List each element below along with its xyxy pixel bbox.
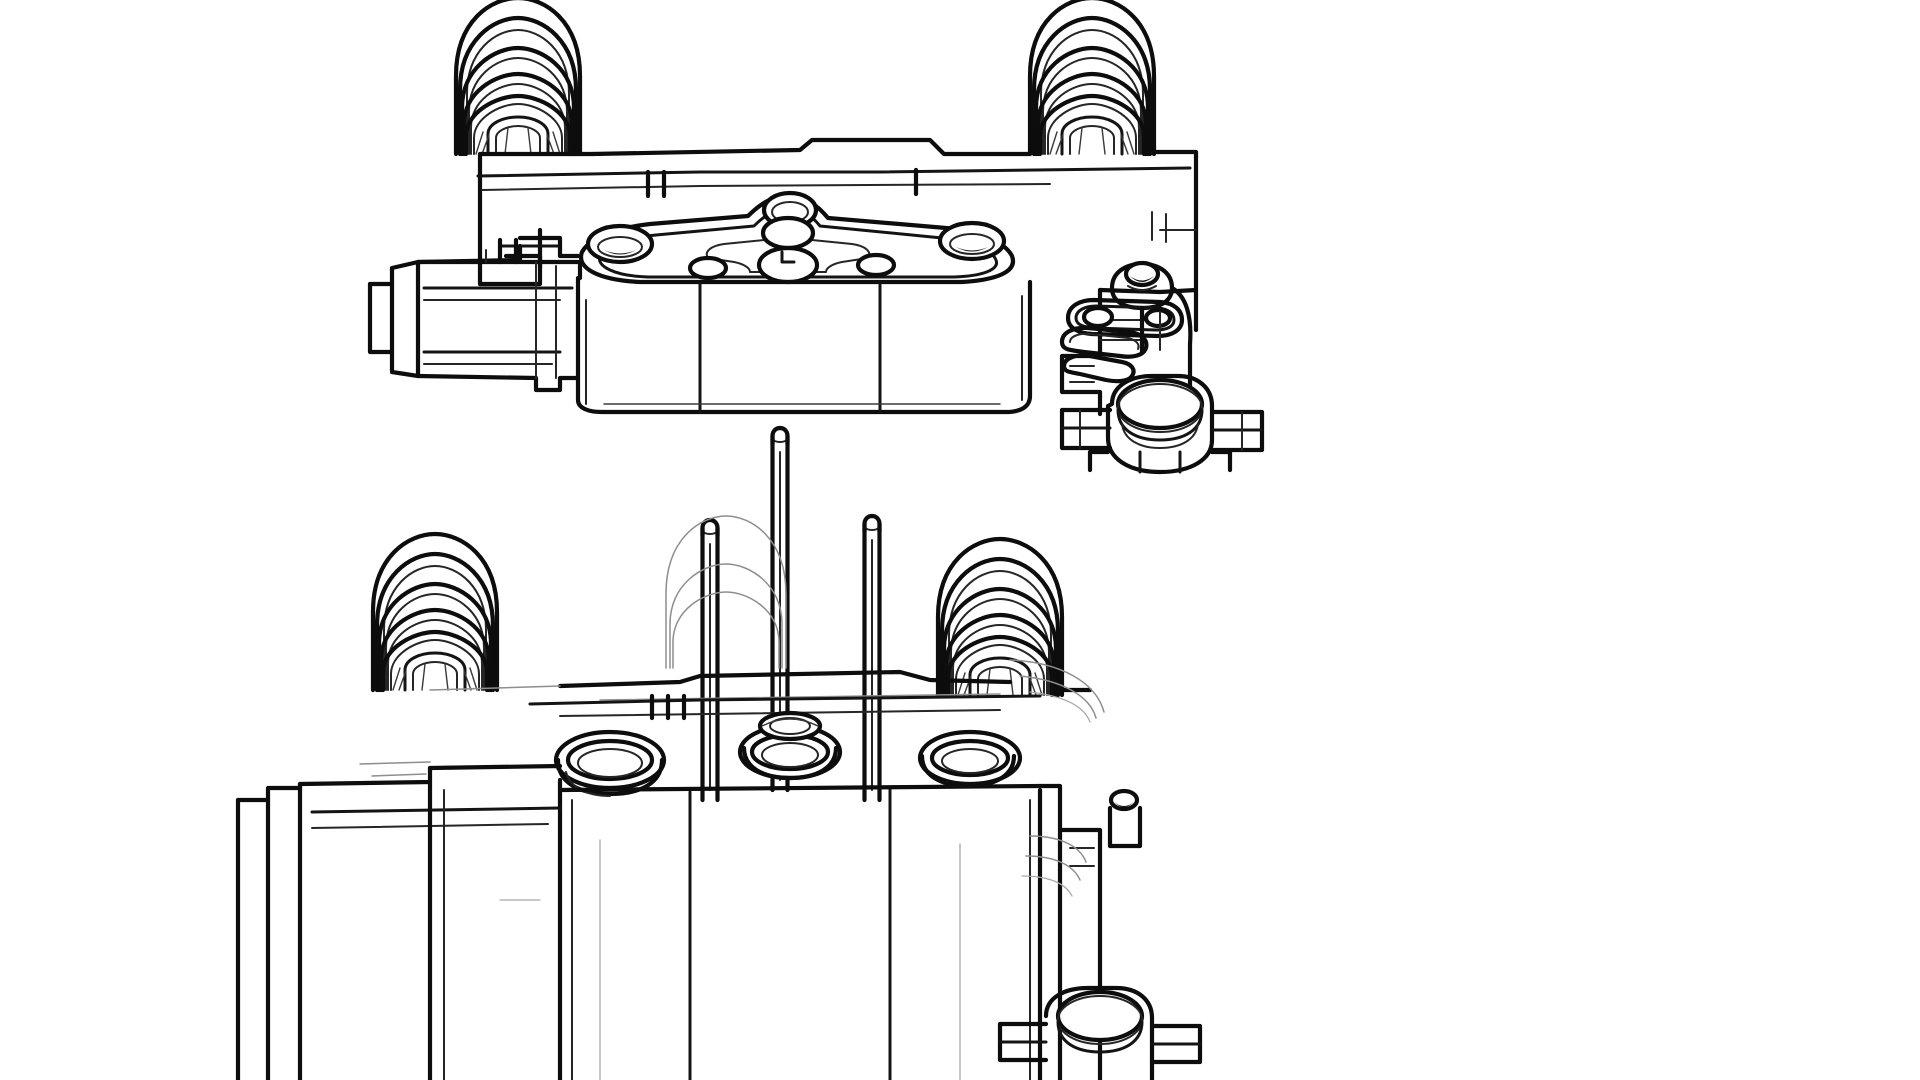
- rotary-valve-assembly: [1059, 260, 1265, 475]
- hidden-edges: [499, 839, 961, 1080]
- seat-ring-stack: [757, 710, 823, 742]
- valve-seat-right: [917, 729, 1023, 789]
- pushrod-left: [700, 520, 720, 803]
- valve-seat-center: [737, 723, 843, 781]
- valve-body-top-deck: [476, 137, 1199, 295]
- lower-assembly-view: [235, 428, 1203, 1080]
- valve-seat-left: [553, 729, 667, 797]
- upper-assembly-view: [367, 0, 1265, 475]
- pushrod-right: [862, 516, 882, 803]
- cover-plate: [578, 190, 1016, 285]
- end-cap: [367, 235, 583, 393]
- lower-right-bracket: [997, 783, 1203, 1080]
- valve-body-barrel: [575, 275, 1033, 415]
- lower-body-casting: [235, 761, 1043, 1080]
- lower-top-deck: [429, 659, 1105, 723]
